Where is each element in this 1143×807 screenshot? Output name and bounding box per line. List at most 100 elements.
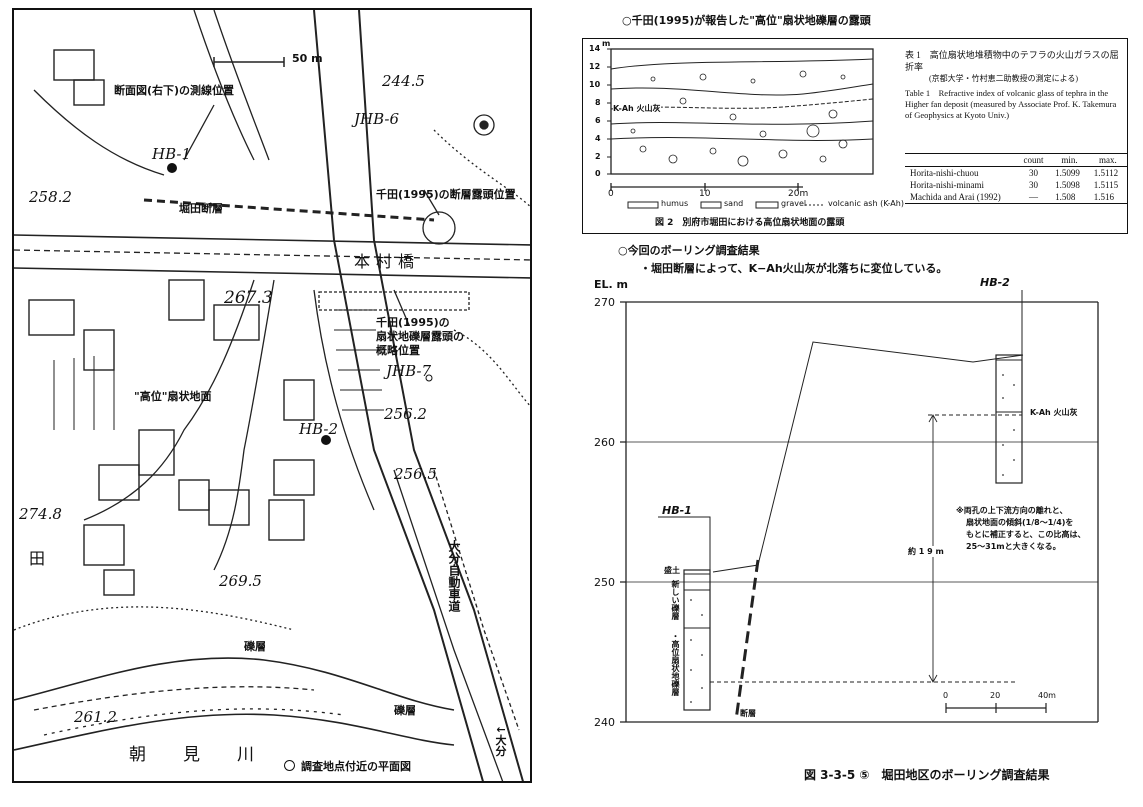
- outcrop-caption: 図 2 別府市堀田における高位扇状地面の露頭: [655, 218, 845, 228]
- scale-tick-0: 0: [943, 691, 949, 700]
- section-subheading: ・堀田断層によって、K−Ah火山灰が北落ちに変位している。: [640, 262, 948, 275]
- note-line-3: もとに補正すると、この比高は、: [966, 530, 1086, 539]
- hb2-ash-label: K-Ah 火山灰: [1030, 408, 1078, 417]
- section-heading: ○今回のボーリング調査結果: [618, 244, 760, 257]
- gravel-layer-label-1: 礫層: [244, 640, 266, 653]
- section-y-axis-label: EL. m: [594, 278, 628, 291]
- legend-humus: humus: [661, 199, 689, 208]
- outcrop-panel: m 14 12 10 8 6 4 2 0 K-Ah 火山灰 0 10 20m h…: [582, 38, 1128, 234]
- table-cell: Horita-nishi-minami: [910, 180, 984, 190]
- table-cell: 1.516: [1093, 192, 1114, 202]
- fault-name: 堀田断層: [179, 202, 223, 215]
- note-line-1: ※両孔の上下流方向の離れと、: [956, 506, 1068, 515]
- fault-outcrop-note: 千田(1995)の断層露頭位置: [376, 188, 516, 201]
- map-caption-bullet-icon: [284, 760, 295, 771]
- section-y-260: 260: [594, 436, 615, 449]
- refractive-table-block: 表 1 高位扇状地堆積物中のテフラの火山ガラスの屈折率 (京都大学・竹村恵二助教…: [905, 49, 1125, 121]
- elev-258-2: 258.2: [29, 188, 72, 206]
- table-row: Horita-nishi-minami 30 1.5098 1.5115: [905, 179, 1127, 191]
- table-cell: Horita-nishi-chuou: [910, 168, 979, 178]
- elev-244-5: 244.5: [382, 72, 425, 90]
- gravel-outcrop-note-3: 概略位置: [376, 344, 420, 357]
- legend-sand: sand: [724, 199, 744, 208]
- section-line-note: 断面図(右下)の測線位置: [114, 84, 235, 97]
- gravel-outcrop-note-1: 千田(1995)の: [376, 316, 450, 329]
- outcrop-y-6: 6: [595, 116, 601, 125]
- to-oita-text: 大分: [494, 734, 507, 757]
- table-header-count: count: [1023, 155, 1044, 165]
- elev-261-2: 261.2: [74, 708, 117, 726]
- map-caption-text: 調査地点付近の平面図: [301, 760, 411, 773]
- offset-label: 約 1 9 m: [908, 546, 944, 557]
- table-cell: 30: [1029, 180, 1039, 190]
- elev-269-5: 269.5: [219, 572, 262, 590]
- table-row: Machida and Arai (1992) — 1.508 1.516: [905, 191, 1127, 204]
- table-header-min: min.: [1061, 155, 1078, 165]
- to-oita-label: ↓大分: [494, 725, 507, 757]
- outcrop-y-12: 12: [589, 62, 601, 71]
- elev-256-2: 256.2: [384, 405, 427, 423]
- outcrop-x-0: 0: [608, 189, 614, 199]
- note-line-2: 扇状地面の傾斜(1/8〜1/4)を: [966, 518, 1074, 527]
- elev-274-8: 274.8: [19, 505, 62, 523]
- fan-label: "高位"扇状地面: [134, 390, 212, 403]
- gravel-layer-label-2: 礫層: [394, 704, 416, 717]
- table-title-jp: 表 1 高位扇状地堆積物中のテフラの火山ガラスの屈折率: [905, 50, 1119, 72]
- paddy-label: 田: [29, 549, 46, 568]
- section-hb1-label: HB-1: [662, 504, 692, 517]
- section-y-250: 250: [594, 576, 615, 589]
- scale-tick-20: 20: [990, 691, 1001, 700]
- outcrop-x-10: 10: [699, 189, 711, 199]
- legend-ash: volcanic ash (K-Ah): [828, 199, 904, 208]
- hb1-layer-fill: 盛土: [664, 566, 680, 575]
- outcrop-y-4: 4: [595, 134, 601, 143]
- elev-267-3: 267.3: [224, 288, 273, 308]
- table-cell: 1.5098: [1055, 180, 1080, 190]
- refractive-table: count min. max. Horita-nishi-chuou 30 1.…: [905, 153, 1127, 204]
- hb1-layer-new-gravel: 新しい礫層: [671, 580, 680, 620]
- figure-caption: 図 3-3-5 ⑤ 堀田地区のボーリング調査結果: [804, 768, 1050, 782]
- hb1-layer-high-fan: ・高位扇状地礫層: [671, 632, 680, 696]
- outcrop-y-14: 14: [589, 44, 601, 53]
- table-header-max: max.: [1099, 155, 1117, 165]
- table-title-en: Table 1 Refractive index of volcanic gla…: [905, 88, 1117, 120]
- bridge-name: 本村橋: [354, 252, 421, 271]
- boring-section: [620, 290, 1099, 723]
- table-header-name: [905, 154, 1017, 167]
- section-y-240: 240: [594, 716, 615, 729]
- hb2-label: HB-2: [299, 420, 338, 438]
- table-cell: 30: [1029, 168, 1039, 178]
- river-label: 朝 見 川: [129, 745, 264, 765]
- site-map: 50 m 断面図(右下)の測線位置 244.5 JHB-6 HB-1 258.2…: [12, 8, 532, 783]
- fault-label: 断層: [740, 709, 756, 718]
- table-cell: Machida and Arai (1992): [910, 192, 1001, 202]
- outcrop-x-20m: 20m: [788, 189, 809, 199]
- section-hb2-label: HB-2: [980, 276, 1010, 289]
- scale-tick-40m: 40m: [1038, 691, 1056, 700]
- jhb7-label: JHB-7: [386, 362, 432, 380]
- outcrop-y-10: 10: [589, 80, 601, 89]
- outcrop-y-0: 0: [595, 169, 601, 178]
- elev-256-5: 256.5: [394, 465, 437, 483]
- table-row: Horita-nishi-chuou 30 1.5099 1.5112: [905, 167, 1127, 180]
- table-cell: 1.5099: [1055, 168, 1080, 178]
- table-header-row: count min. max.: [905, 154, 1127, 167]
- table-cell: 1.508: [1055, 192, 1076, 202]
- gravel-outcrop-note-2: 扇状地礫層露頭の: [376, 330, 464, 343]
- table-cell: 1.5115: [1093, 180, 1119, 190]
- table-title-jp-note: (京都大学・竹村恵二助教授の測定による): [929, 74, 1079, 83]
- correction-note: ※両孔の上下流方向の離れと、 扇状地面の傾斜(1/8〜1/4)を もとに補正する…: [956, 505, 1086, 553]
- legend-gravel: gravel: [781, 199, 807, 208]
- table-cell: 1.5112: [1093, 168, 1119, 178]
- outcrop-y-8: 8: [595, 98, 601, 107]
- map-caption: 調査地点付近の平面図: [284, 758, 411, 774]
- outcrop-y-2: 2: [595, 152, 601, 161]
- outcrop-ash-label: K-Ah 火山灰: [613, 103, 661, 114]
- hb1-label: HB-1: [152, 145, 191, 163]
- jhb6-label: JHB-6: [354, 110, 400, 128]
- section-y-270: 270: [594, 296, 615, 309]
- map-drawing: [14, 10, 530, 781]
- highway-label: 大分自動車道: [447, 540, 461, 612]
- scale-label: 50 m: [292, 52, 323, 65]
- outcrop-y-unit: m: [602, 39, 611, 48]
